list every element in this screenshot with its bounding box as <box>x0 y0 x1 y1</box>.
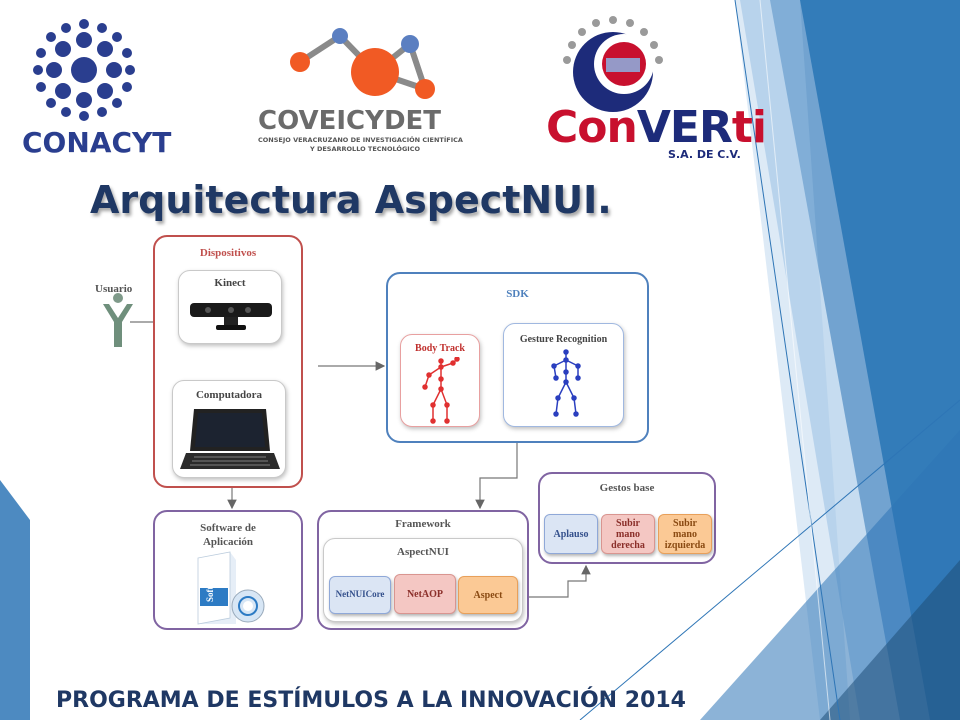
aspect-module: Aspect <box>458 576 518 614</box>
subir-izquierda-line1: Subir <box>673 517 697 529</box>
aplauso-label: Aplauso <box>553 528 589 540</box>
converti-wordmark: ConVERti <box>546 102 767 153</box>
dispositivos-label: Dispositivos <box>199 247 257 259</box>
aplauso-module: Aplauso <box>544 514 598 554</box>
gestos-base-label: Gestos base <box>599 482 655 494</box>
laptop-icon <box>180 409 280 469</box>
sdk-label: SDK <box>506 288 529 300</box>
coveicydet-subtitle-1: CONSEJO VERACRUZANO DE INVESTIGACIÓN CIE… <box>258 136 463 144</box>
converti-ti: ti <box>731 102 767 153</box>
slide-title: Arquitectura AspectNUI. <box>90 178 612 222</box>
netnuicore-module: NetNUICore <box>329 576 391 614</box>
software-label-2: Aplicación <box>202 536 254 548</box>
computadora-label: Computadora <box>195 389 262 401</box>
framework-label: Framework <box>395 518 451 530</box>
conacyt-logo: CONACYT <box>22 18 182 159</box>
conacyt-dots-icon <box>33 19 135 121</box>
kinect-label: Kinect <box>214 277 246 289</box>
user-figure-icon <box>103 293 133 347</box>
netaop-label: NetAOP <box>406 588 444 600</box>
software-label-1: Software de <box>200 522 256 534</box>
kinect-card: Kinect <box>178 270 282 344</box>
converti-ver: VER <box>636 102 733 153</box>
subir-izquierda-line2: mano <box>673 528 697 540</box>
gesture-recognition-card: Gesture Recognition <box>503 323 624 427</box>
software-aplicacion-group: Software de Aplicación Software <box>153 510 303 630</box>
software-box-text: Software <box>205 567 215 602</box>
subir-mano-izquierda-module: Subir mano izquierda <box>658 514 712 554</box>
aspect-label: Aspect <box>473 589 503 601</box>
converti-emblem-icon <box>563 16 663 112</box>
converti-subtitle: S.A. DE C.V. <box>668 148 741 161</box>
coveicydet-molecule-icon <box>290 28 435 99</box>
red-skeleton-icon <box>422 357 460 424</box>
coveicydet-wordmark: COVEICYDET <box>258 106 442 136</box>
conacyt-wordmark: CONACYT <box>22 126 172 159</box>
body-track-card: Body Track <box>400 334 480 427</box>
netnuicore-label: NetNUICore <box>335 589 385 600</box>
subir-derecha-line3: derecha <box>611 539 645 551</box>
blue-skeleton-icon <box>551 349 581 417</box>
body-track-label: Body Track <box>415 343 465 354</box>
subir-derecha-line2: mano <box>616 528 640 540</box>
coveicydet-subtitle-2: Y DESARROLLO TECNOLÓGICO <box>310 145 420 153</box>
subir-derecha-line1: Subir <box>616 517 640 529</box>
coveicydet-logo: COVEICYDET CONSEJO VERACRUZANO DE INVEST… <box>250 14 470 154</box>
subir-izquierda-line3: izquierda <box>664 539 706 551</box>
usuario-label: Usuario <box>95 283 133 295</box>
kinect-sensor-icon <box>190 303 272 330</box>
aspectnui-label: AspectNUI <box>397 546 449 558</box>
footer-program-title: PROGRAMA DE ESTÍMULOS A LA INNOVACIÓN 20… <box>56 688 686 713</box>
converti-con: Con <box>546 102 638 153</box>
software-box-icon <box>197 551 265 625</box>
subir-mano-derecha-module: Subir mano derecha <box>601 514 655 554</box>
converti-logo: ConVERti S.A. DE C.V. <box>540 14 767 164</box>
gesture-recognition-label: Gesture Recognition <box>519 334 608 345</box>
computadora-card: Computadora <box>172 380 286 478</box>
netaop-module: NetAOP <box>394 574 456 614</box>
